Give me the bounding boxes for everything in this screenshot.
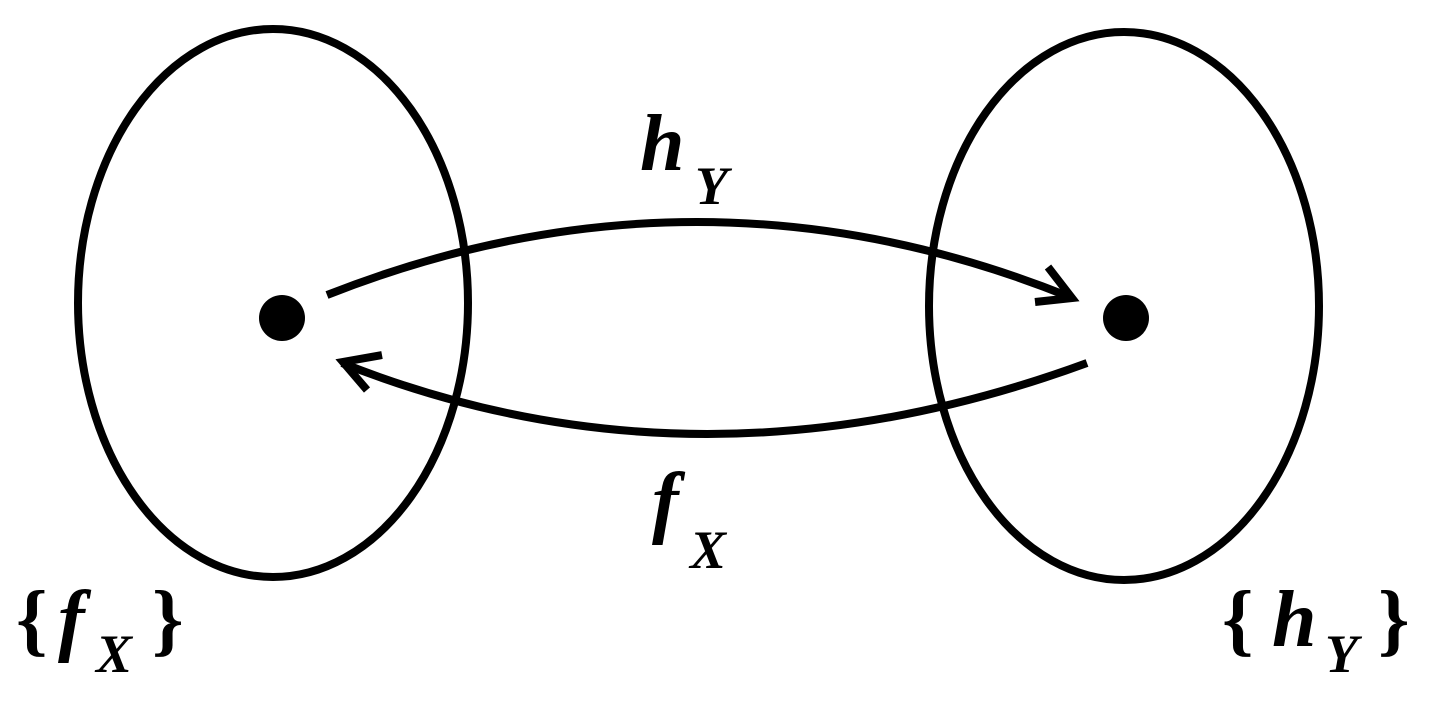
right-set-label: { h Y } xyxy=(1222,576,1410,684)
left-set-label-subscript: X xyxy=(94,624,134,684)
left-set-label: { f X } xyxy=(16,576,184,684)
top-arrowhead xyxy=(1034,264,1080,306)
top-arrow-label-main: h xyxy=(640,100,685,188)
right-set-close-brace: } xyxy=(1378,576,1410,664)
top-arrow-curve xyxy=(325,218,1072,301)
left-set-ellipse xyxy=(74,25,472,581)
top-arrow-label: h Y xyxy=(640,100,733,216)
right-point xyxy=(1103,295,1149,341)
bottom-arrow-curve xyxy=(340,359,1089,438)
left-set-open-brace: { xyxy=(16,576,48,664)
right-set-ellipse xyxy=(925,28,1323,584)
left-set-label-main: f xyxy=(58,576,92,664)
left-set-close-brace: } xyxy=(152,576,184,664)
bottom-arrowhead xyxy=(335,351,383,393)
right-set-label-main: h xyxy=(1272,576,1317,664)
bottom-arrow-label: f X xyxy=(652,458,728,580)
bottom-arrow-label-main: f xyxy=(652,458,686,546)
right-set-open-brace: { xyxy=(1222,576,1254,664)
left-point xyxy=(259,295,305,341)
top-arrow-label-subscript: Y xyxy=(695,156,733,216)
bottom-arrow-label-subscript: X xyxy=(688,520,728,580)
right-set-label-subscript: Y xyxy=(1325,624,1363,684)
